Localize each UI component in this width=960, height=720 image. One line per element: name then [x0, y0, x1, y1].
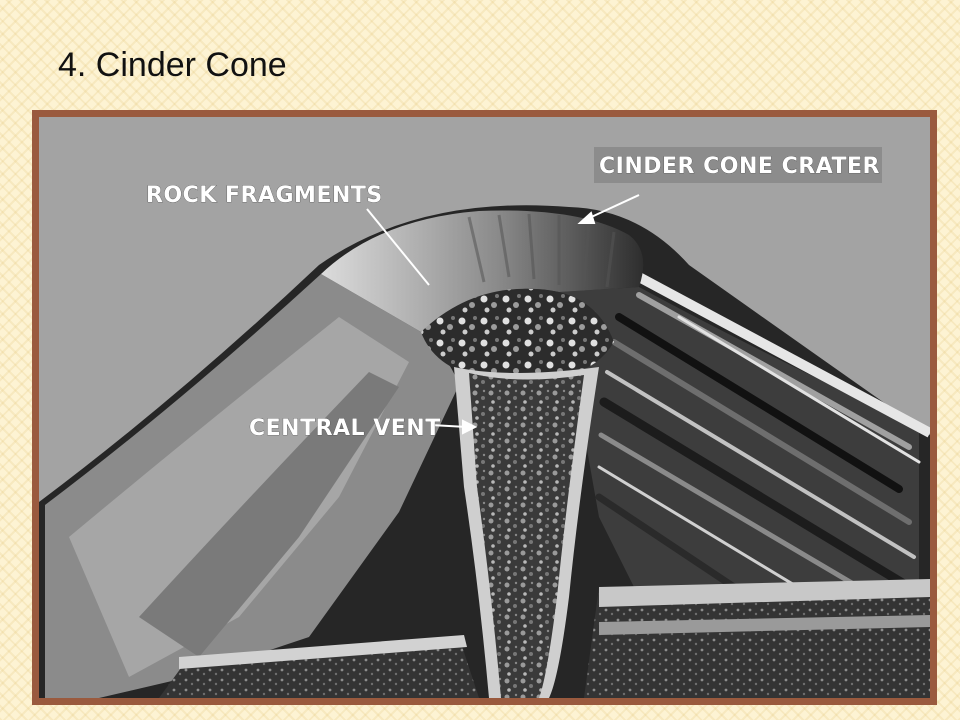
left-flank-shade — [139, 372, 399, 657]
ground-stripe-right — [599, 579, 930, 607]
ground-stripe-left — [179, 635, 467, 669]
rock-fragments-bowl — [421, 288, 614, 377]
label-pointers — [366, 194, 640, 435]
ground-layer-left — [159, 637, 479, 698]
ground-stripe-right-2 — [599, 615, 930, 635]
crater-pointer — [586, 194, 640, 220]
central-vent-arrowhead — [462, 419, 478, 435]
cinder-cone-diagram: CINDER CONE CRATER ROCK FRAGMENTS CENTRA… — [39, 117, 930, 698]
crater-streaks — [467, 213, 616, 288]
label-central-vent: CENTRAL VENT — [249, 416, 441, 441]
crater-label-backing — [594, 147, 882, 183]
crater-arrowhead — [577, 211, 596, 224]
central-vent — [469, 373, 584, 698]
rock-fragments-pointer — [366, 208, 430, 286]
slide-title: 4. Cinder Cone — [58, 46, 287, 84]
diagram-frame: CINDER CONE CRATER ROCK FRAGMENTS CENTRA… — [32, 110, 937, 705]
left-flank-highlight — [69, 317, 409, 677]
label-cinder-cone-crater: CINDER CONE CRATER — [599, 154, 880, 179]
right-slope-edge — [636, 272, 930, 438]
cone-right-flank — [559, 287, 919, 637]
central-vent-pointer — [430, 424, 468, 428]
ground-layer-right — [584, 587, 930, 698]
label-rock-fragments: ROCK FRAGMENTS — [146, 183, 383, 208]
right-flank-strata — [595, 292, 921, 621]
